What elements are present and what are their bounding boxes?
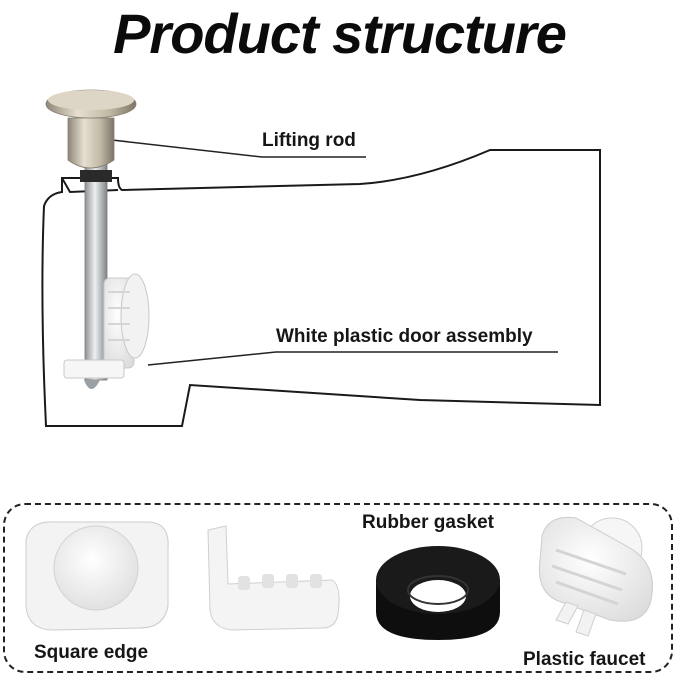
rubber-gasket-label: Rubber gasket [362, 512, 494, 533]
lifting-rod-icon [45, 89, 137, 389]
door-assembly-icon [63, 273, 150, 379]
door-assembly-label: White plastic door assembly [276, 326, 533, 347]
parts-frame [3, 503, 673, 673]
lifting-rod-label: Lifting rod [262, 130, 356, 151]
square-edge-label: Square edge [34, 642, 149, 663]
lifting-rod-leader-line [111, 139, 366, 158]
page-title: Product structure [113, 2, 567, 65]
rubber-gasket-icon [376, 546, 500, 640]
plastic-faucet-label: Plastic faucet [523, 649, 646, 670]
square-edge-part-icon [25, 521, 169, 631]
plastic-bracket-part-icon [207, 525, 340, 631]
tank-outline [41, 149, 601, 427]
door-assembly-leader-line [147, 351, 558, 366]
plastic-faucet-icon [538, 516, 653, 637]
